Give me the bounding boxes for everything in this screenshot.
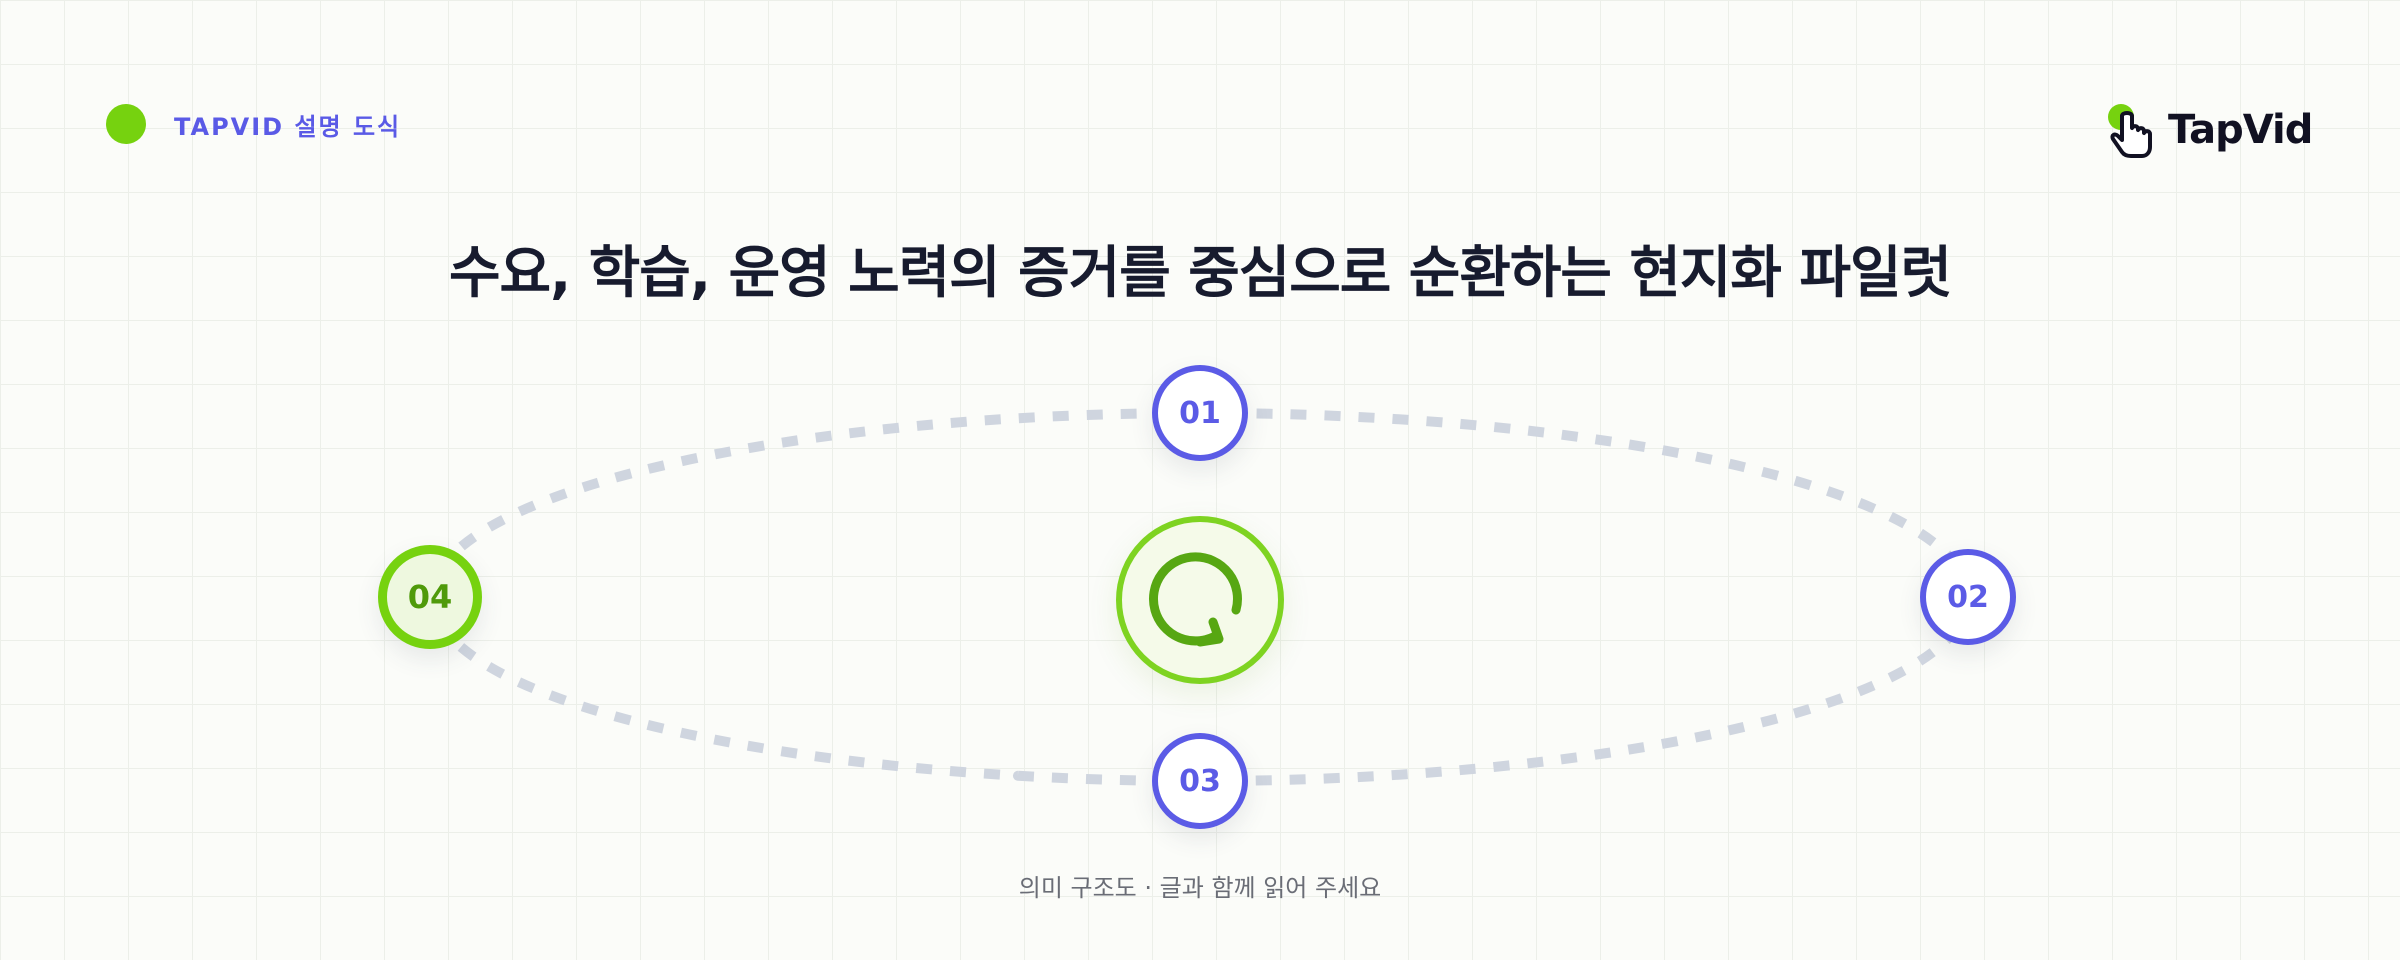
- header-tag: TAPVID 설명 도식: [106, 104, 401, 144]
- cycle-arrow-icon: [1149, 552, 1242, 647]
- cycle-step-2: 02: [1920, 549, 2016, 645]
- logo-wordmark: TapVid: [2168, 107, 2313, 153]
- cycle-step-4: 04: [378, 545, 482, 649]
- tag-dot-icon: [106, 104, 146, 144]
- cycle-center: [1116, 516, 1284, 684]
- tap-hand-icon: [2104, 100, 2168, 160]
- cycle-step-1: 01: [1152, 365, 1248, 461]
- page-title: 수요, 학습, 운영 노력의 증거를 중심으로 순환하는 현지화 파일럿: [448, 241, 1952, 306]
- tag-label: TAPVID 설명 도식: [174, 112, 402, 141]
- cycle-step-3: 03: [1152, 733, 1248, 829]
- diagram-caption: 의미 구조도 · 글과 함께 읽어 주세요: [1018, 874, 1382, 902]
- brand-logo: TapVid: [2104, 100, 2313, 160]
